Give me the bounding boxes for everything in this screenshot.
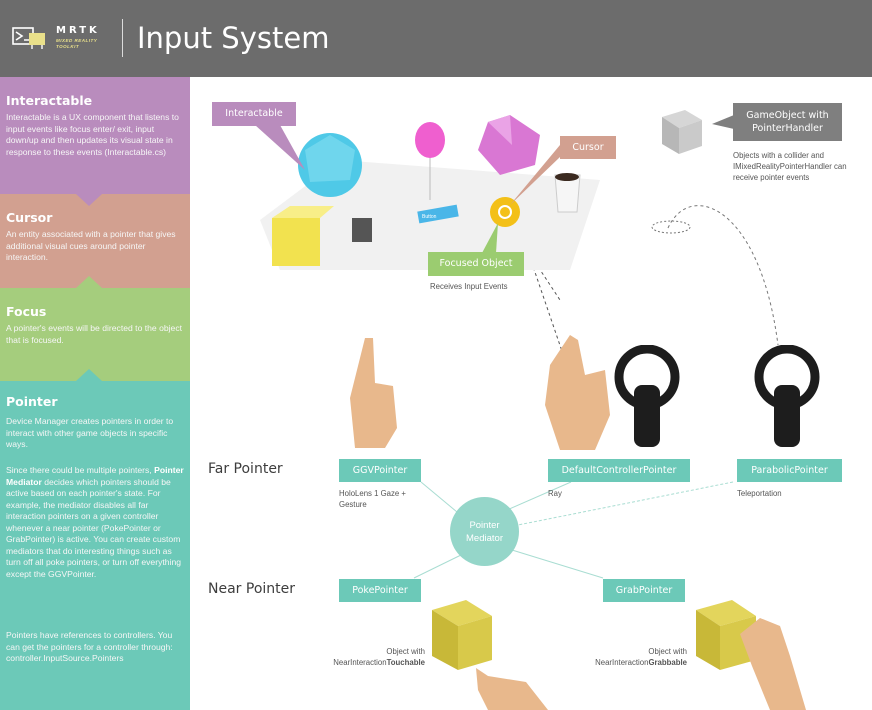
sidebar-section-focus: Focus A pointer's events will be directe… (0, 276, 190, 381)
ggv-pointer-note: HoloLens 1 Gaze + Gesture (339, 489, 406, 509)
scene-illustration: Button (260, 115, 600, 270)
gameobject-pointer (712, 115, 734, 129)
parabolic-pointer-box: ParabolicPointer (737, 459, 842, 482)
motion-controller-icon (754, 345, 820, 447)
button-text: Button (422, 214, 437, 220)
brand-subtitle: MIXED REALITY TOOLKIT (56, 38, 98, 49)
mrtk-logo-icon (12, 27, 45, 49)
cursor-label: Cursor (560, 136, 616, 159)
grabbable-cube-icon (696, 600, 806, 710)
interactable-pointer (255, 125, 305, 170)
poke-note-prefix: NearInteraction (333, 658, 387, 667)
section-body: Pointers have references to controllers.… (6, 630, 173, 663)
gameobject-label: GameObject with PointerHandler (733, 103, 842, 141)
section-body: Interactable is a UX component that list… (6, 112, 179, 157)
gameobject-note: Objects with a collider and IMixedRealit… (733, 151, 847, 182)
mediator-text-a: Since there could be multiple pointers, (6, 465, 155, 475)
sidebar-section-interactable: Interactable Interactable is a UX compon… (0, 77, 190, 194)
focused-object-label: Focused Object (428, 252, 524, 276)
grab-pointer-box: GrabPointer (603, 579, 685, 602)
sidebar-section-pointer: Pointer Device Manager creates pointers … (0, 369, 190, 710)
near-pointer-label: Near Pointer (208, 581, 296, 597)
poke-pointer-box: PokePointer (339, 579, 421, 602)
section-title: Cursor (6, 210, 53, 225)
open-hand-icon (545, 335, 610, 450)
holobutton-icon (352, 218, 372, 242)
header-divider (122, 19, 123, 57)
section-notch (76, 369, 102, 381)
yellow-cube-icon (272, 206, 334, 266)
motion-controller-icon (614, 345, 680, 447)
poke-note-bold: Touchable (386, 658, 425, 667)
section-body: Device Manager creates pointers in order… (6, 416, 174, 449)
grab-object-note: Object with NearInteractionGrabbable (575, 646, 687, 668)
mediator-text-bold: Pointer Mediator (6, 465, 184, 487)
balloon-icon (415, 122, 445, 200)
header-bar: MRTK MIXED REALITY TOOLKIT Input System (0, 0, 872, 77)
default-controller-pointer-box: DefaultControllerPointer (548, 459, 690, 482)
focused-object-icon (490, 197, 520, 227)
section-notch (76, 276, 102, 288)
default-controller-pointer-note: Ray (548, 489, 562, 498)
sidebar-section-cursor: Cursor An entity associated with a point… (0, 194, 190, 288)
mediator-text-c: decides which pointers should be active … (6, 476, 182, 579)
brand-name: MRTK (56, 25, 100, 36)
poke-object-note: Object with NearInteractionTouchable (314, 646, 425, 668)
focused-pointer (482, 223, 498, 253)
icosphere-icon (298, 133, 362, 197)
button-panel (417, 204, 459, 224)
grab-note-line1: Object with (648, 647, 687, 656)
section-title: Focus (6, 304, 47, 319)
section-notch (76, 194, 102, 206)
ggv-pointer-box: GGVPointer (339, 459, 421, 482)
cursor-pointer (510, 145, 560, 205)
far-pointer-label: Far Pointer (208, 461, 283, 477)
gray-cube-icon (662, 110, 702, 154)
grab-note-prefix: NearInteraction (595, 658, 649, 667)
coffee-cup-icon (554, 173, 581, 213)
section-body: A pointer's events will be directed to t… (6, 323, 183, 345)
focused-object-note: Receives Input Events (430, 282, 508, 291)
pointing-hand-icon (350, 338, 397, 448)
interactable-label: Interactable (212, 102, 296, 126)
page-title: Input System (137, 21, 330, 55)
pointer-mediator: Pointer Mediator (450, 497, 519, 566)
section-body: An entity associated with a pointer that… (6, 229, 176, 262)
section-title: Interactable (6, 93, 93, 108)
crystal-icon (478, 115, 540, 175)
parabolic-pointer-note: Teleportation (737, 489, 782, 498)
section-title: Pointer (6, 394, 58, 409)
grab-note-bold: Grabbable (648, 658, 687, 667)
section-body-mediator: Since there could be multiple pointers, … (6, 465, 184, 580)
poke-note-line1: Object with (386, 647, 425, 656)
touchable-cube-icon (432, 600, 548, 710)
